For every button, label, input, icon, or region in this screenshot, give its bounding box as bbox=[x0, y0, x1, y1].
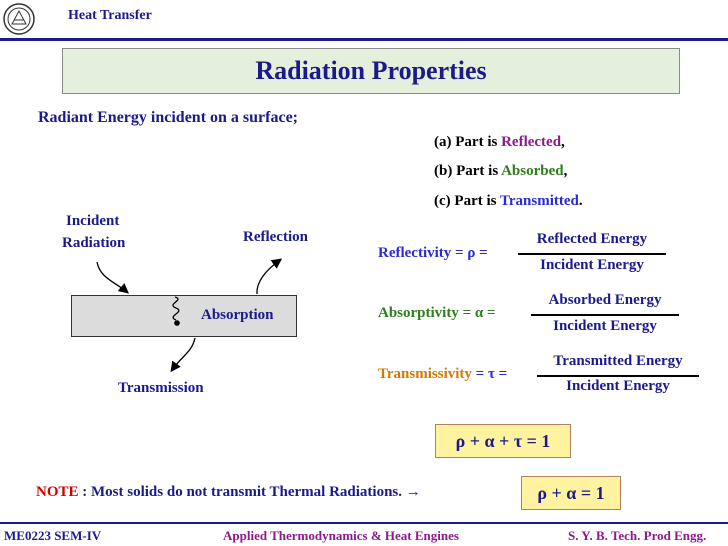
sum-rule-box: ρ + α + τ = 1 bbox=[435, 424, 571, 458]
list-item-absorbed: (b) Part is Absorbed, bbox=[434, 163, 567, 180]
header-divider bbox=[0, 38, 728, 41]
footer-divider bbox=[0, 522, 728, 524]
list-item-transmitted: (c) Part is Transmitted. bbox=[434, 193, 583, 210]
list-tail: . bbox=[578, 193, 583, 209]
list-key-reflected: Reflected bbox=[501, 134, 562, 150]
list-prefix: (a) bbox=[434, 134, 452, 150]
intro-text: Radiant Energy incident on a surface; bbox=[38, 109, 298, 126]
transmissivity-fraction-bar bbox=[537, 375, 699, 377]
sum-rule-text: ρ + α + τ = 1 bbox=[455, 430, 551, 451]
institute-logo-icon bbox=[3, 3, 35, 35]
list-item-reflected: (a) Part is Reflected, bbox=[434, 134, 565, 151]
transmissivity-numerator: Transmitted Energy bbox=[553, 353, 683, 369]
transmissivity-word: Transmissivity bbox=[378, 366, 472, 382]
absorptivity-fraction-bar bbox=[531, 314, 679, 316]
note-body: : Most solids do not transmit Thermal Ra… bbox=[78, 484, 421, 500]
opaque-rule-text: ρ + α = 1 bbox=[537, 482, 605, 503]
reflectivity-numerator: Reflected Energy bbox=[536, 231, 648, 247]
label-reflection: Reflection bbox=[243, 229, 308, 245]
label-absorption: Absorption bbox=[201, 307, 274, 323]
reflectivity-fraction-bar bbox=[518, 253, 666, 255]
title-banner: Radiation Properties bbox=[62, 48, 680, 94]
footer-left: ME0223 SEM-IV bbox=[4, 528, 102, 543]
slide-title: Radiation Properties bbox=[255, 56, 487, 85]
label-transmission: Transmission bbox=[118, 380, 204, 396]
list-lead: Part is bbox=[454, 193, 500, 209]
note-text: NOTE : Most solids do not transmit Therm… bbox=[36, 484, 421, 501]
note-key: NOTE bbox=[36, 484, 79, 500]
incident-arrow bbox=[96, 261, 129, 294]
reflectivity-label: Reflectivity = ρ = bbox=[378, 245, 488, 261]
surface-slab bbox=[71, 295, 297, 337]
course-header: Heat Transfer bbox=[68, 8, 152, 23]
absorptivity-denominator: Incident Energy bbox=[553, 318, 657, 334]
list-tail: , bbox=[563, 163, 568, 179]
reflectivity-denominator: Incident Energy bbox=[540, 257, 644, 273]
label-radiation: Radiation bbox=[62, 235, 126, 251]
transmissivity-symbol: = τ = bbox=[471, 366, 508, 382]
absorption-squiggle bbox=[172, 296, 180, 321]
label-incident: Incident bbox=[66, 213, 120, 229]
transmissivity-denominator: Incident Energy bbox=[566, 378, 670, 394]
list-tail: , bbox=[561, 134, 565, 150]
list-key-absorbed: Absorbed bbox=[501, 163, 564, 179]
list-lead: Part is bbox=[456, 163, 502, 179]
list-lead: Part is bbox=[455, 134, 502, 150]
absorptivity-numerator: Absorbed Energy bbox=[548, 292, 662, 308]
absorption-dot bbox=[174, 320, 180, 326]
reflection-arrow bbox=[256, 258, 283, 295]
footer-center: Applied Thermodynamics & Heat Engines bbox=[223, 528, 459, 543]
list-prefix: (c) bbox=[434, 193, 451, 209]
absorptivity-label: Absorptivity = α = bbox=[378, 305, 496, 321]
list-key-transmitted: Transmitted bbox=[499, 193, 579, 209]
opaque-rule-box: ρ + α = 1 bbox=[521, 476, 621, 510]
transmissivity-label: Transmissivity = τ = bbox=[378, 366, 507, 383]
footer-right: S. Y. B. Tech. Prod Engg. bbox=[568, 528, 707, 543]
list-prefix: (b) bbox=[434, 163, 453, 179]
transmission-arrow bbox=[170, 337, 196, 373]
